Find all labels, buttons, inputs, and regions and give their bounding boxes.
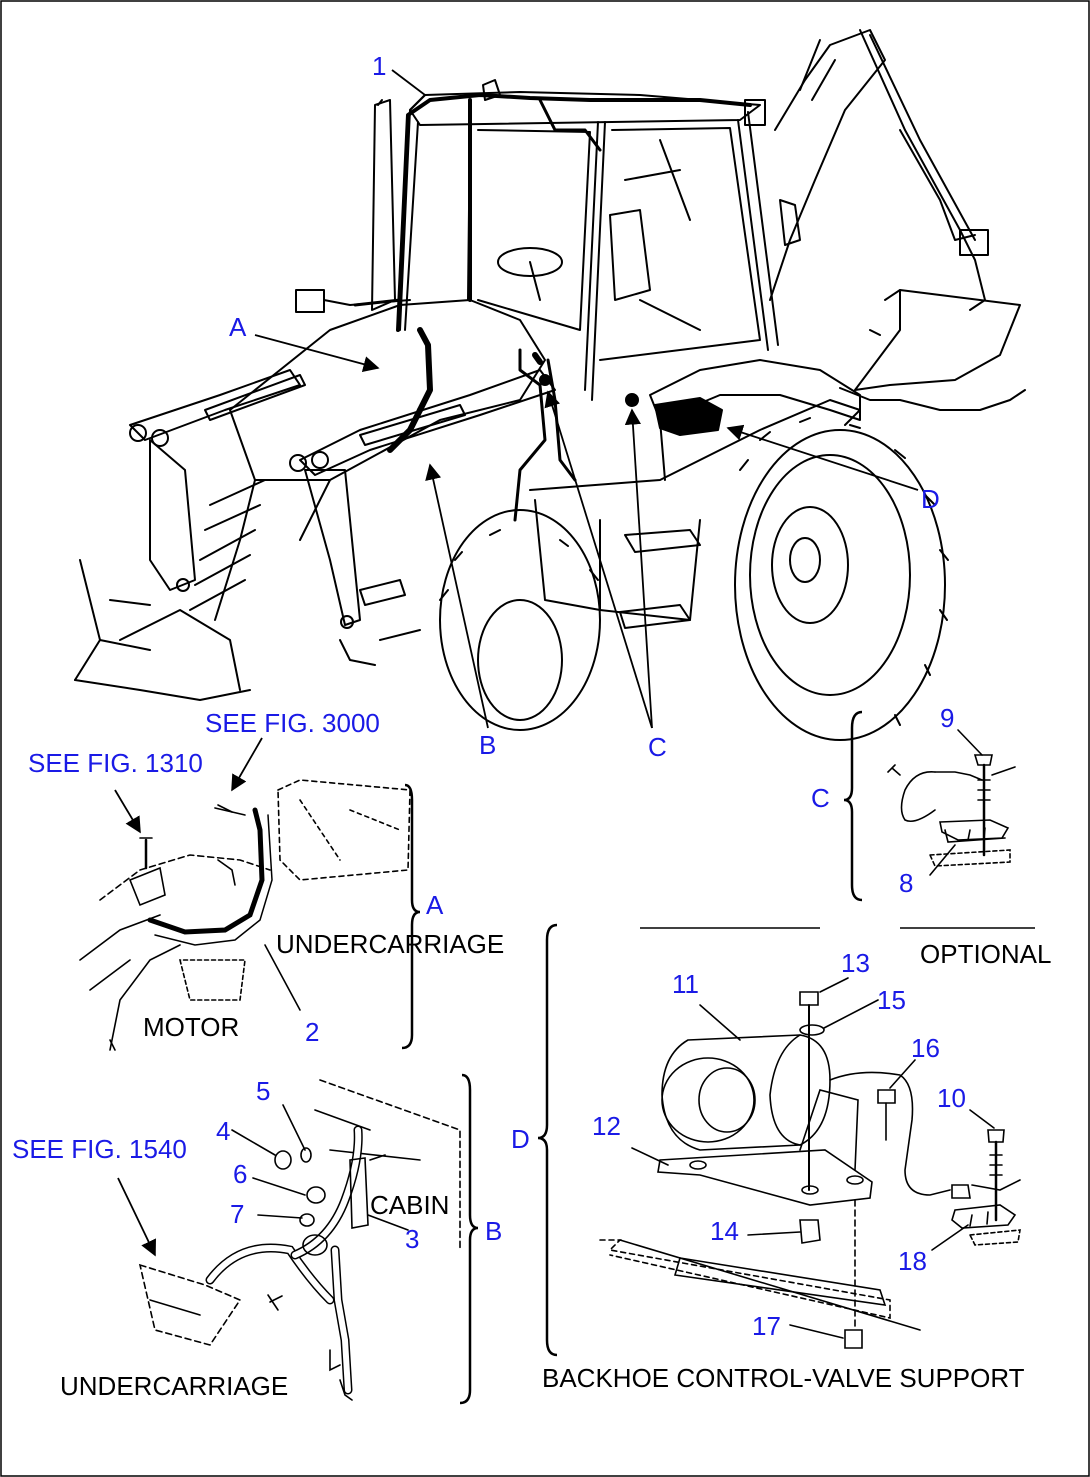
leader-c1 xyxy=(544,390,653,729)
detail-b-illustration xyxy=(138,1079,461,1401)
brace-a xyxy=(401,783,421,1050)
leader-a xyxy=(254,334,380,373)
view-a-label: A xyxy=(229,312,247,342)
leader-2 xyxy=(264,944,301,1011)
leader-c2 xyxy=(624,408,653,729)
arrow-fig1310 xyxy=(114,789,141,834)
detail-a-arrows xyxy=(114,737,263,834)
view-d-label: D xyxy=(921,484,940,514)
leader-d xyxy=(726,424,919,491)
detail-a-letter: A xyxy=(426,890,444,920)
caption-motor: MOTOR xyxy=(143,1012,240,1042)
arrow-fig1540 xyxy=(117,1177,156,1257)
callout-13: 13 xyxy=(841,948,870,978)
detail-c-illustration xyxy=(887,729,1016,876)
callout-2: 2 xyxy=(305,1017,320,1047)
callout-8: 8 xyxy=(899,868,914,898)
see-fig-3000: SEE FIG. 3000 xyxy=(205,708,380,738)
backhoe-loader-illustration xyxy=(74,29,1026,741)
view-c-label: C xyxy=(648,732,667,762)
leader-14 xyxy=(747,1231,801,1236)
caption-undercarriage-a: UNDERCARRIAGE xyxy=(276,929,505,959)
leader-1 xyxy=(391,69,426,96)
detail-b-letter: B xyxy=(485,1216,503,1246)
detail-d-letter: D xyxy=(511,1124,530,1154)
detail-c-letter: C xyxy=(811,783,830,813)
callout-9: 9 xyxy=(940,703,955,733)
leader-13 xyxy=(819,977,849,993)
callout-16: 16 xyxy=(911,1033,940,1063)
callout-3: 3 xyxy=(405,1224,420,1254)
callout-6: 6 xyxy=(233,1159,248,1189)
brace-d xyxy=(537,923,558,1357)
callout-4: 4 xyxy=(216,1116,231,1146)
brace-c xyxy=(843,710,863,902)
callout-14: 14 xyxy=(710,1216,739,1246)
detail-d-illustration xyxy=(599,977,1021,1349)
leader-16 xyxy=(889,1059,916,1089)
callout-5: 5 xyxy=(256,1076,271,1106)
callout-7: 7 xyxy=(230,1199,245,1229)
callout-17: 17 xyxy=(752,1311,781,1341)
leader-9 xyxy=(957,729,983,756)
caption-cabin: CABIN xyxy=(370,1190,450,1220)
leader-11 xyxy=(699,1004,741,1041)
see-fig-1540: SEE FIG. 1540 xyxy=(12,1134,187,1164)
callout-18: 18 xyxy=(898,1246,927,1276)
leader-b xyxy=(425,463,489,729)
leader-15 xyxy=(823,999,879,1029)
leader-10 xyxy=(969,1109,995,1129)
callout-15: 15 xyxy=(877,985,906,1015)
leader-8 xyxy=(929,844,956,876)
main-leaders xyxy=(254,69,919,729)
caption-undercarriage-b: UNDERCARRIAGE xyxy=(60,1371,289,1401)
leader-17 xyxy=(789,1324,844,1339)
leader-12 xyxy=(631,1147,669,1166)
callout-12: 12 xyxy=(592,1111,621,1141)
view-b-label: B xyxy=(479,730,497,760)
callout-11: 11 xyxy=(672,969,699,999)
callout-10: 10 xyxy=(937,1083,966,1113)
arrow-fig3000 xyxy=(231,737,263,792)
brace-b xyxy=(459,1073,479,1405)
caption-backhoe-support: BACKHOE CONTROL-VALVE SUPPORT xyxy=(542,1363,1025,1393)
see-fig-1310: SEE FIG. 1310 xyxy=(28,748,203,778)
callout-1: 1 xyxy=(372,51,387,81)
detail-a-illustration xyxy=(79,779,411,1051)
caption-optional: OPTIONAL xyxy=(920,939,1052,969)
leader-18 xyxy=(931,1224,969,1251)
